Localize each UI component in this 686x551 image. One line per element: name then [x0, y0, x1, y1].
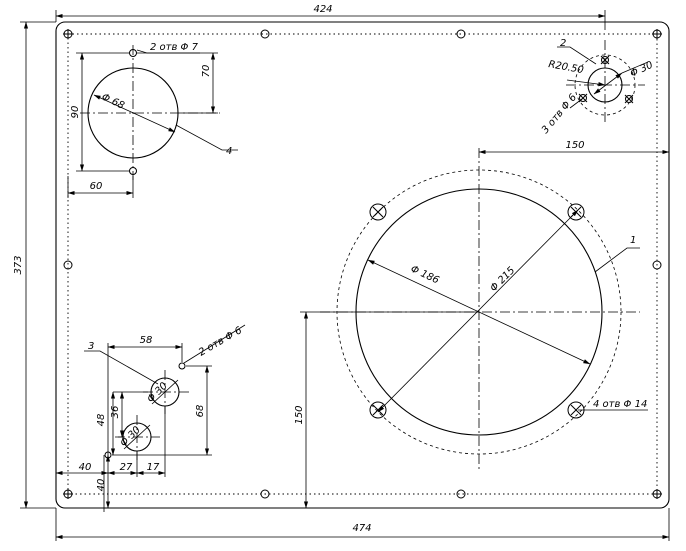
r2050-label: R20.50 [547, 59, 584, 76]
diam-215-label: Φ 215 [488, 265, 517, 294]
dim-48-label: 48 [96, 414, 107, 427]
hole-2-small-top [601, 56, 609, 64]
hole-3-small-top [178, 362, 186, 370]
diam-30-top-label: Φ 30 [629, 60, 655, 80]
holes-3x6-label: 3 отв Φ 6 [540, 92, 579, 136]
position-1-label: 1 [630, 235, 636, 246]
hole-2-assembly: Φ 30 R20.50 3 отв Φ 6 2 [540, 38, 655, 136]
dim-150-v-label: 150 [294, 405, 305, 424]
diam-68-label: Φ 68 [100, 92, 126, 112]
dim-150-horizontal: 150 [478, 140, 670, 158]
dim-150-vertical: 150 [294, 311, 479, 509]
dim-total-width-bottom: 474 [55, 508, 670, 541]
hole-bottom-1 [260, 489, 270, 499]
plate-outline [55, 21, 670, 509]
dim-36-label: 36 [110, 406, 121, 419]
position-2-leader [557, 46, 597, 65]
dim-40-y-label: 40 [96, 479, 107, 492]
dim-90-label: 90 [70, 106, 81, 119]
dim-70-label: 70 [201, 65, 212, 78]
position-3-leader [84, 350, 159, 385]
dim-60-label: 60 [90, 181, 103, 192]
position-4-leader [175, 124, 238, 151]
dim-17-label: 17 [147, 462, 160, 473]
hole-right-mid [652, 260, 662, 270]
holes-2x7-label: 2 отв Φ 7 [150, 42, 199, 53]
holes-4x14-label: 4 отв Φ 14 [593, 399, 647, 410]
large-ring-assembly: Φ 186 Φ 215 1 4 отв Φ 14 [320, 148, 648, 470]
hole-4-assembly: Φ 68 2 отв Φ 7 70 90 60 4 [67, 42, 238, 198]
diam-186-label: Φ 186 [409, 264, 441, 287]
position-3-label: 3 [88, 341, 94, 352]
hole-2-small-bl [579, 94, 587, 102]
holes-2x6-label: 2 отв Φ 6 [197, 325, 244, 359]
dim-27-label: 27 [120, 462, 133, 473]
hole-3-assembly: Φ 30 Φ 30 2 отв Φ 6 3 58 68 48 36 40 27 [55, 324, 246, 512]
dim-total-height-left: 373 [13, 21, 56, 509]
hole-2-small-br [625, 95, 633, 103]
dim-150-h-label: 150 [565, 140, 584, 151]
hole-top-1 [260, 29, 270, 39]
position-2-label: 2 [560, 38, 566, 49]
hole-left-mid [63, 260, 73, 270]
position-4-label: 4 [226, 146, 232, 157]
perimeter-holes [63, 29, 662, 499]
position-1-leader [594, 247, 640, 273]
dim-overall-width-top: 424 [55, 4, 606, 30]
dim-474-label: 474 [352, 523, 371, 534]
dim-58-label: 58 [140, 335, 153, 346]
hole-top-2 [456, 29, 466, 39]
hole-bottom-2 [456, 489, 466, 499]
dim-40-x-label: 40 [79, 462, 92, 473]
dim-373-label: 373 [13, 255, 24, 274]
dim-68-label: 68 [195, 405, 206, 418]
hole-axis-frame [67, 33, 658, 495]
dim-424-label: 424 [313, 4, 332, 15]
